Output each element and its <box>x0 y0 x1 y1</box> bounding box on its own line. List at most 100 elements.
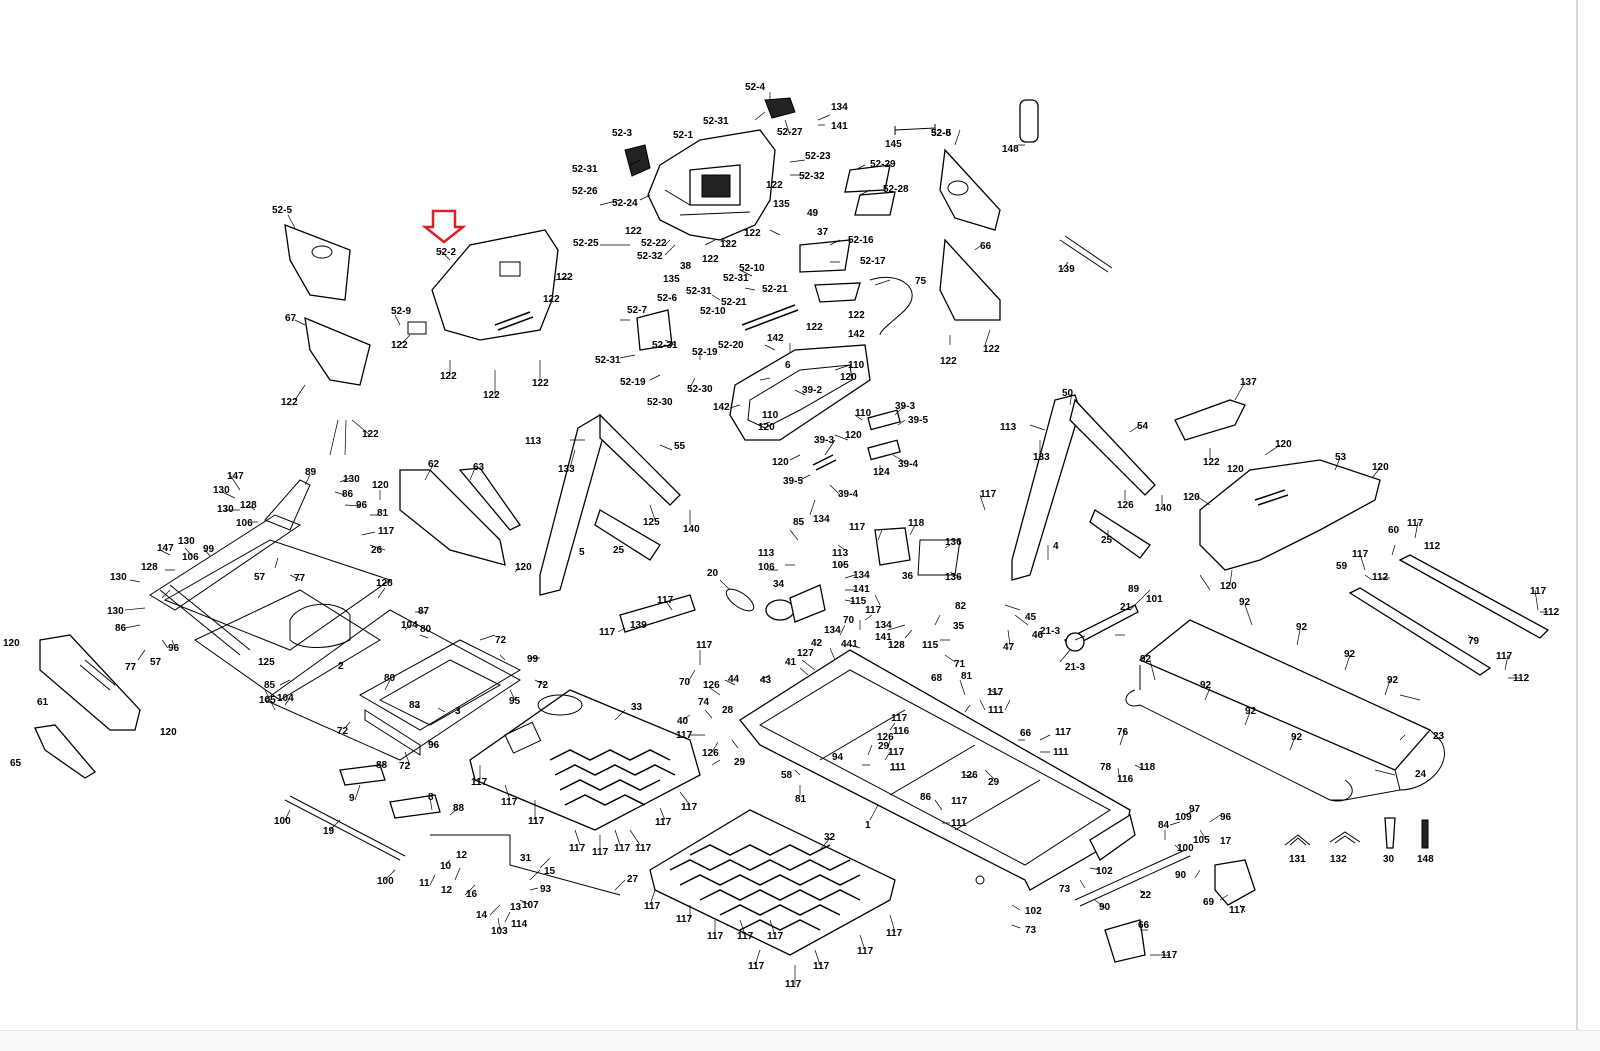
callout: 21 <box>1120 602 1132 613</box>
callout: 117 <box>865 605 882 616</box>
callout: 52-10 <box>700 306 726 317</box>
callout: 85 <box>793 517 805 528</box>
base-frame-left <box>34 467 521 779</box>
callout: 130 <box>110 572 127 583</box>
callout: 132 <box>1330 854 1347 865</box>
callout: 52-31 <box>703 116 729 127</box>
callout: 117 <box>1161 950 1178 961</box>
callout: 105 <box>259 695 276 706</box>
callout: 130 <box>178 536 195 547</box>
callout: 95 <box>509 696 521 707</box>
callout: 52-28 <box>883 184 909 195</box>
callout: 136 <box>945 572 962 583</box>
callout: 139 <box>1058 264 1075 275</box>
motor-cover <box>1174 399 1381 571</box>
callout: 69 <box>1203 897 1215 908</box>
callout: 32 <box>824 832 836 843</box>
vertical-scrollbar[interactable] <box>1576 0 1578 1051</box>
callout: 52-31 <box>723 273 749 284</box>
callout: 122 <box>556 272 573 283</box>
callout: 79 <box>1468 636 1480 647</box>
callout: 110 <box>848 360 865 371</box>
callout: 92 <box>1296 622 1308 633</box>
callout: 96 <box>356 500 368 511</box>
callout: 134 <box>853 570 870 581</box>
callout: 122 <box>702 254 719 265</box>
callout: 115 <box>922 640 939 651</box>
callout: 90 <box>1175 870 1187 881</box>
callout: 117 <box>676 730 693 741</box>
horizontal-scrollbar[interactable] <box>0 1030 1600 1051</box>
callout: 104 <box>401 620 418 631</box>
callout: 28 <box>722 705 734 716</box>
callout: 52-25 <box>573 238 599 249</box>
callout: 94 <box>832 752 844 763</box>
callout: 116 <box>1117 774 1134 785</box>
handrail-frame <box>729 344 901 471</box>
callout: 47 <box>1003 642 1015 653</box>
callout: 120 <box>1183 492 1200 503</box>
callout: 25 <box>613 545 625 556</box>
callout: 92 <box>1387 675 1399 686</box>
callout: 131 <box>1289 854 1306 865</box>
callout: 76 <box>1117 727 1129 738</box>
callout: 93 <box>540 884 552 895</box>
callout: 117 <box>696 640 713 651</box>
callout: 52-5 <box>931 128 951 139</box>
callout: 134 <box>824 625 841 636</box>
callout: 117 <box>767 931 784 942</box>
callout: 117 <box>655 817 672 828</box>
callout: 30 <box>1383 854 1395 865</box>
callout: 39-5 <box>783 476 803 487</box>
motor-roller <box>619 527 1139 652</box>
callout: 120 <box>758 422 775 433</box>
cover-52-2-part[interactable] <box>407 229 559 341</box>
callout: 70 <box>843 615 855 626</box>
callout: 122 <box>281 397 298 408</box>
callout: 120 <box>1275 439 1292 450</box>
callout: 125 <box>258 657 275 668</box>
callout: 35 <box>953 621 965 632</box>
callout: 92 <box>1200 680 1212 691</box>
callout: 120 <box>3 638 20 649</box>
callout: 11 <box>419 878 430 889</box>
callout: 77 <box>294 573 306 584</box>
callout: 74 <box>698 697 710 708</box>
callout: 92 <box>1239 597 1251 608</box>
callout-labels: 52-4 52-31 52-27 134 141 52-3 52-1 52-31… <box>3 82 1560 990</box>
callout: 128 <box>141 562 158 573</box>
callout: 66 <box>980 241 992 252</box>
callout: 122 <box>1203 457 1220 468</box>
callout: 27 <box>627 874 639 885</box>
callout: 122 <box>440 371 457 382</box>
callout: 117 <box>378 526 395 537</box>
callout: 117 <box>886 928 903 939</box>
callout: 10 <box>440 861 452 872</box>
callout: 83 <box>409 700 421 711</box>
callout: 52-24 <box>612 198 638 209</box>
callout: 86 <box>115 623 127 634</box>
callout: 128 <box>888 640 905 651</box>
uprights <box>539 394 1156 596</box>
callout: 130 <box>107 606 124 617</box>
callout: 52-3 <box>612 128 632 139</box>
callout: 66 <box>1020 728 1032 739</box>
callout: 120 <box>1372 462 1389 473</box>
callout: 9 <box>349 793 355 804</box>
callout: 39-4 <box>898 459 918 470</box>
callout: 117 <box>849 522 866 533</box>
callout: 85 <box>264 680 276 691</box>
callout: 58 <box>781 770 793 781</box>
callout: 134 <box>831 102 848 113</box>
callout: 72 <box>337 726 349 737</box>
callout: 96 <box>168 643 180 654</box>
callout: 45 <box>1025 612 1037 623</box>
callout: 44 <box>728 674 740 685</box>
callout: 120 <box>1220 581 1237 592</box>
callout: 46 <box>1032 630 1044 641</box>
callout: 117 <box>748 961 765 972</box>
callout: 100 <box>274 816 291 827</box>
callout: 12 <box>441 885 453 896</box>
callout: 441 <box>841 639 858 650</box>
callout: 81 <box>377 508 389 519</box>
